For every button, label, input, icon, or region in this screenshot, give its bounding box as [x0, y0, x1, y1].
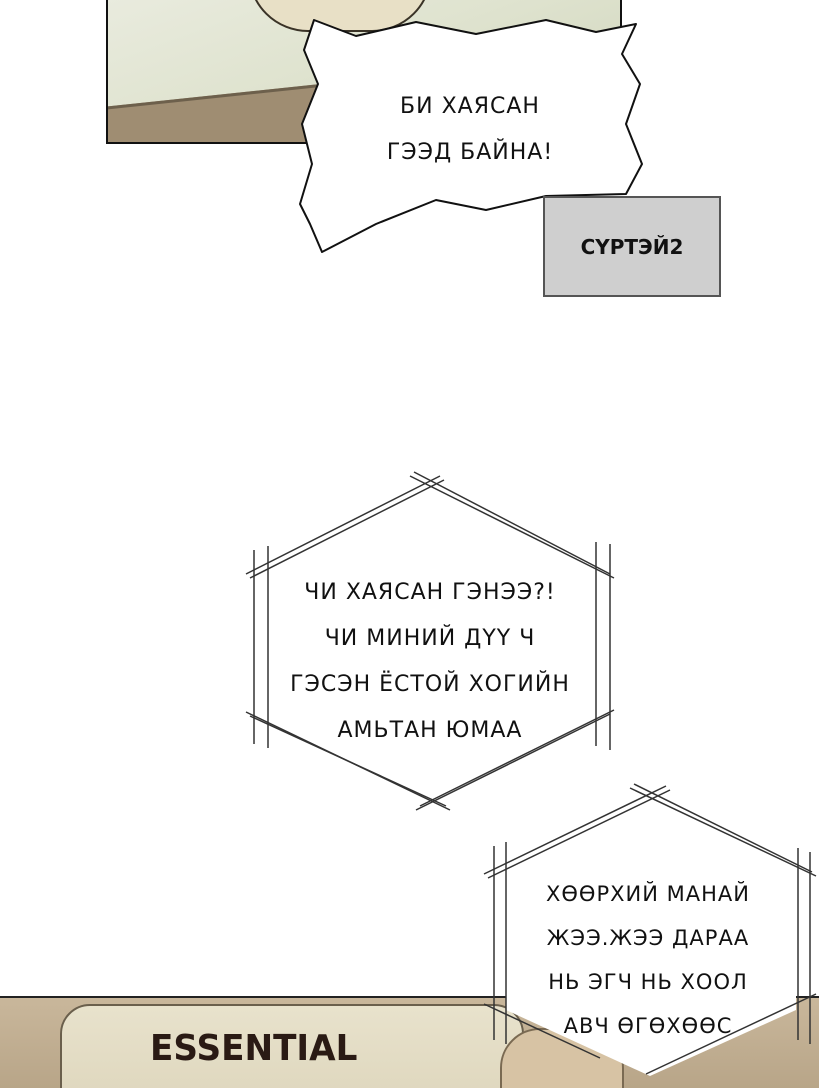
- caption-line: АВЧ ӨГӨХӨӨС: [563, 1014, 733, 1038]
- caption-line: ГЭСЭН ЁСТОЙ ХОГИЙН: [290, 672, 570, 697]
- caption-line: ЧИ МИНИЙ ДҮҮ Ч: [324, 626, 536, 651]
- shirt-print-text: ESSENTIAL: [150, 1028, 358, 1069]
- caption-line: ЧИ ХАЯСАН ГЭНЭЭ?!: [304, 580, 556, 605]
- bottom-art-panel: [0, 996, 819, 1088]
- speech-line: ГЭЭД БАЙНА!: [386, 140, 554, 165]
- caption-line: НЬ ЭГЧ НЬ ХООЛ: [548, 970, 748, 994]
- hexagon-caption-1: ЧИ ХАЯСАН ГЭНЭЭ?! ЧИ МИНИЙ ДҮҮ Ч ГЭСЭН Ё…: [275, 570, 585, 754]
- credit-box: СҮРТЭЙ2: [543, 196, 721, 297]
- panel-shirt: [60, 1004, 524, 1088]
- caption-line: АМЬТАН ЮМАА: [337, 718, 523, 743]
- caption-line: ХӨӨРХИЙ МАНАЙ: [546, 882, 750, 906]
- speech-bubble-text: БИ ХАЯСАН ГЭЭД БАЙНА!: [340, 84, 600, 176]
- speech-bubble: [299, 19, 643, 253]
- hexagon-frame-2: [483, 783, 817, 1076]
- hexagon-frame-1: [245, 471, 615, 811]
- hexagon-caption-2: ХӨӨРХИЙ МАНАЙ ЖЭЭ.ЖЭЭ ДАРАА НЬ ЭГЧ НЬ ХО…: [528, 872, 768, 1048]
- credit-text: СҮРТЭЙ2: [580, 234, 684, 259]
- speech-line: БИ ХАЯСАН: [400, 94, 540, 119]
- caption-line: ЖЭЭ.ЖЭЭ ДАРАА: [546, 926, 750, 950]
